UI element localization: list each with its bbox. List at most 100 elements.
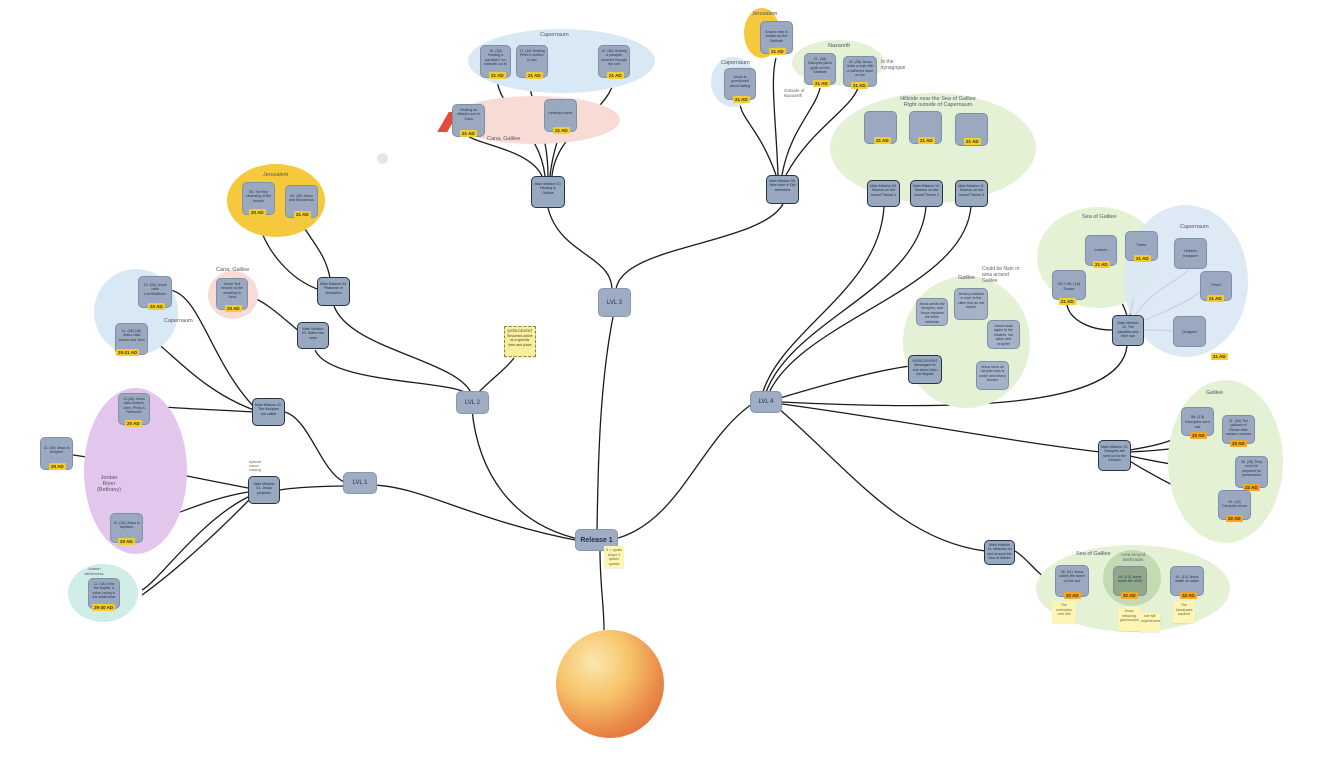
date-badge: 32 AD: [1230, 440, 1247, 447]
edge-newwine-c3: [781, 87, 821, 176]
edge-lvl4-m13: [781, 403, 1101, 453]
event-card[interactable]: Jesus turns an old plan who is under and…: [976, 361, 1009, 390]
event-card[interactable]: 11. (38) John the baptist, a voice cryin…: [88, 578, 120, 609]
edge-m02-c2: [149, 337, 255, 411]
edge-lvl2-m04: [333, 305, 473, 396]
parable-card[interactable]: 33.2.38. (16) Sower: [1052, 270, 1086, 300]
date-badge: 21 AD: [553, 127, 570, 134]
date-badge: 21 AD: [851, 82, 868, 89]
edge-lvl2-we: [475, 357, 515, 396]
date-badge: 20 AD: [225, 305, 242, 312]
main-mission-jesus-prepares[interactable]: Main Mission 01. Jesus prepares: [248, 476, 280, 504]
event-card[interactable]: 38. (38) They must be prepared for perse…: [1235, 456, 1268, 488]
sticky-note[interactable]: one fall experiences: [1139, 612, 1160, 632]
region-label: Hillside near the Sea of Galilee Right o…: [900, 96, 976, 108]
main-mission-sermon-1[interactable]: Main Mission 09. Sermon on the mount The…: [867, 180, 900, 207]
region-label: Jerusalem: [752, 11, 778, 17]
main-mission-water-wine[interactable]: Main Mission 03. Water into wine: [297, 322, 329, 349]
date-badge: 32 AD: [1243, 484, 1260, 491]
lvl2-node[interactable]: LVL 2: [456, 391, 489, 414]
main-mission-new-wine[interactable]: Main Mission 09. New wine in Old wineski…: [766, 175, 799, 204]
edge-m01-c3: [141, 495, 251, 591]
date-badge: 20 AD: [249, 209, 266, 216]
date-badge: 21 AD: [294, 211, 311, 218]
small-note: episode canon missing: [249, 460, 262, 473]
date-badge: 21 AD: [460, 130, 477, 137]
region-note: Outside of Nazareth: [784, 88, 805, 99]
sticky-note[interactable]: The embodies over killi: [1052, 601, 1076, 623]
date-badge: 32 AD: [1121, 592, 1138, 599]
date-badge: 21 AD: [918, 137, 935, 144]
event-card[interactable]: Jesus heals again to the leaders, not tw…: [987, 320, 1020, 349]
planet-illustration: [556, 630, 664, 738]
lvl3-node[interactable]: LVL 3: [598, 288, 631, 317]
main-mission-14[interactable]: Main Mission 14. Miracles on and around …: [984, 540, 1015, 565]
main-mission-sermon-2[interactable]: Main Mission 10. Sermon on the mount The…: [910, 180, 943, 207]
edge-lvl4-m12: [781, 345, 1128, 407]
parable-card[interactable]: Leaven: [1085, 235, 1117, 266]
edge-lvl1-m01: [279, 485, 345, 491]
date-badge: 32 AD: [1190, 432, 1207, 439]
region-label: Sea of Galilee: [1076, 551, 1111, 557]
region-note: In the synagogue: [881, 59, 906, 71]
date-badge: 21 AD: [813, 80, 830, 87]
edge-lvl3-healing: [547, 207, 613, 291]
date-badge: 20 AD: [148, 303, 165, 310]
edge-m12-c6: [1066, 304, 1113, 331]
region-label: Galilee: [958, 275, 976, 281]
date-badge: 21 AD: [1211, 353, 1228, 360]
date-badge: 21 AD: [733, 96, 750, 103]
event-card[interactable]: Jesus sends the disciples, and Jesus exp…: [916, 298, 948, 326]
edge-m02-c1: [169, 289, 255, 408]
region-label: Judean wilderness: [84, 566, 104, 576]
date-badge: 20 AD: [49, 463, 66, 470]
parable-card[interactable]: Hidden treasure: [1174, 238, 1207, 269]
sticky-note[interactable]: Jesus rebuking glamourous: [1118, 607, 1140, 631]
galilee-worldevent-card[interactable]: WORLDEVENT Messages for one about John t…: [908, 355, 942, 384]
region-label: Cana, Galilee: [216, 267, 250, 273]
parable-card[interactable]: Dragnet: [1173, 316, 1206, 347]
sticky-note[interactable]: The Jamaicaes vault lol: [1173, 601, 1195, 623]
edge-lvl3-newwine: [615, 203, 784, 291]
date-badge: 21 AD: [1207, 295, 1224, 302]
main-mission-disciples[interactable]: Main Mission 02. The disciples are calle…: [252, 398, 285, 426]
date-badge: 21 AD: [489, 72, 506, 79]
lvl4-node[interactable]: LVL 4: [750, 391, 782, 413]
region-label: Capernaum: [540, 32, 569, 38]
edge-release-lvl4: [617, 403, 753, 539]
event-card[interactable]: 40. (13) Jesus feeds the 5000: [1113, 566, 1147, 596]
edge-lvl2-m03: [314, 349, 469, 396]
release-sticky-note[interactable]: 3 -> goals scope 1 queen quests: [604, 546, 624, 568]
event-card[interactable]: Healing a leper: [544, 99, 577, 132]
event-card[interactable]: 38. (11) Jesus calms the storm on the se…: [1055, 565, 1089, 597]
lvl1-node[interactable]: LVL 1: [343, 472, 377, 494]
event-card[interactable]: 26. (38) Jesus and Nicodemus: [285, 185, 318, 218]
main-mission-12[interactable]: Main Mission 12. The parables and their …: [1112, 315, 1144, 346]
date-badge: 21 AD: [1093, 261, 1110, 268]
release-node[interactable]: Release 1: [575, 529, 618, 551]
main-mission-passover[interactable]: Main Mission 04. Passover in Jerusalem: [317, 277, 350, 306]
worldevent-sticky[interactable]: WORLDEVENT Becomes active at a specific …: [504, 326, 536, 357]
date-badge: 32 AD: [1180, 592, 1197, 599]
region-label: Galilee: [1206, 390, 1224, 396]
main-mission-healing[interactable]: Main Mission 10. Healing in Galilee: [531, 176, 565, 208]
main-mission-13[interactable]: Main Mission 13. Disciples are sent out …: [1098, 440, 1131, 471]
edge-release-lvl1: [369, 484, 581, 542]
main-mission-sermon-3[interactable]: Main Mission 11. Sermon on the mount The…: [955, 180, 988, 207]
date-badge: 20-21 AD: [116, 349, 140, 356]
edge-newwine-c4: [785, 87, 859, 176]
edge-lvl4-m14: [777, 407, 986, 552]
date-badge: 29-30 AD: [92, 604, 116, 611]
event-card[interactable]: Jesus is questioned about fasting: [724, 68, 756, 100]
event-card[interactable]: Jesus' first miracle at the wedding in C…: [216, 278, 248, 310]
event-card[interactable]: Jesus proclaims a 'woe' to the cities th…: [954, 288, 988, 320]
event-card[interactable]: 10. (38) Jesus calls Levi/Matthew: [138, 276, 172, 308]
edge-lvl4-h1: [761, 205, 885, 396]
event-card[interactable]: 13.(38) Jesus calls Andrew, John, Philip…: [118, 393, 150, 425]
faint-dot: [377, 153, 388, 164]
date-badge: 21 AD: [964, 138, 981, 145]
region-label: Sea of Galilee: [1082, 214, 1117, 220]
region-label: Jerusalem: [263, 172, 289, 178]
